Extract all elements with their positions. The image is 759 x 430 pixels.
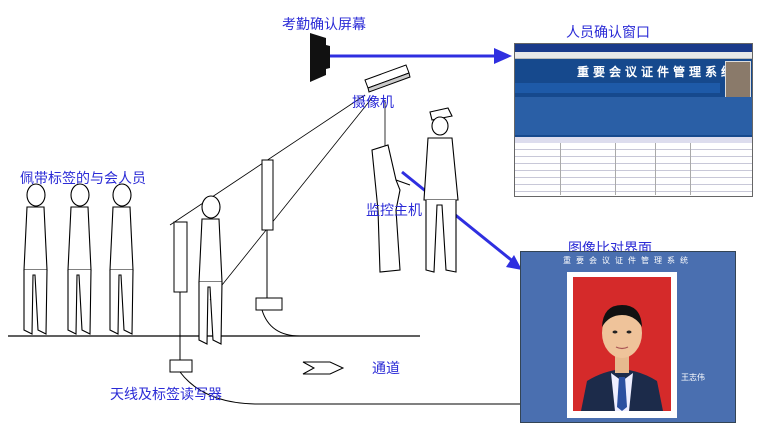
confirm-window-info-bar (515, 83, 720, 93)
label-attendance-screen: 考勤确认屏幕 (282, 17, 366, 33)
arrow-host-to-compare (401, 170, 522, 270)
attendee-figure-1 (23, 183, 48, 335)
label-monitoring-host: 监控主机 (366, 203, 422, 219)
confirm-window-banner: 重要会议证件管理系统 (515, 59, 752, 137)
passage-line-top (261, 309, 301, 337)
antenna-right (261, 159, 274, 231)
attendee-figure-4 (198, 195, 223, 345)
attendee-figure-3 (109, 183, 134, 335)
label-camera: 摄像机 (352, 95, 394, 111)
attendance-screen-stand (326, 45, 330, 69)
confirm-window-photo (725, 61, 751, 99)
label-channel: 通道 (372, 361, 400, 377)
security-guard-figure (423, 107, 459, 273)
attendance-screen-icon (310, 33, 326, 82)
attendee-figure-2 (67, 183, 92, 335)
confirm-window-menubar (515, 52, 752, 59)
monitoring-host-icon (371, 144, 411, 273)
compare-photo-frame (567, 272, 677, 418)
compare-window: 重要会议证件管理系统 王志伟 (520, 251, 736, 423)
passage-arrow-icon (302, 361, 345, 375)
tag-reader-right (255, 297, 283, 311)
confirm-window-form (515, 97, 752, 135)
confirm-window-titlebar (515, 44, 752, 52)
label-attendees: 佩带标签的与会人员 (20, 171, 146, 187)
label-antenna: 天线及标签读写器 (110, 387, 222, 403)
tag-reader-left (169, 359, 193, 373)
arrow-screen-to-window (330, 48, 512, 64)
confirm-window-screenshot: 重要会议证件管理系统 (514, 43, 753, 197)
camera-view-line-2 (209, 97, 373, 301)
person-portrait-icon (581, 305, 663, 411)
label-confirm-window: 人员确认窗口 (566, 25, 650, 41)
compare-photo (573, 277, 671, 411)
compare-window-header: 重要会议证件管理系统 (563, 256, 693, 265)
compare-person-name: 王志伟 (681, 373, 705, 382)
passage-line-bottom (179, 371, 520, 405)
confirm-window-header: 重要会议证件管理系统 (577, 65, 738, 79)
confirm-window-table (515, 137, 752, 195)
camera-icon (364, 64, 411, 93)
antenna-left (173, 221, 188, 293)
